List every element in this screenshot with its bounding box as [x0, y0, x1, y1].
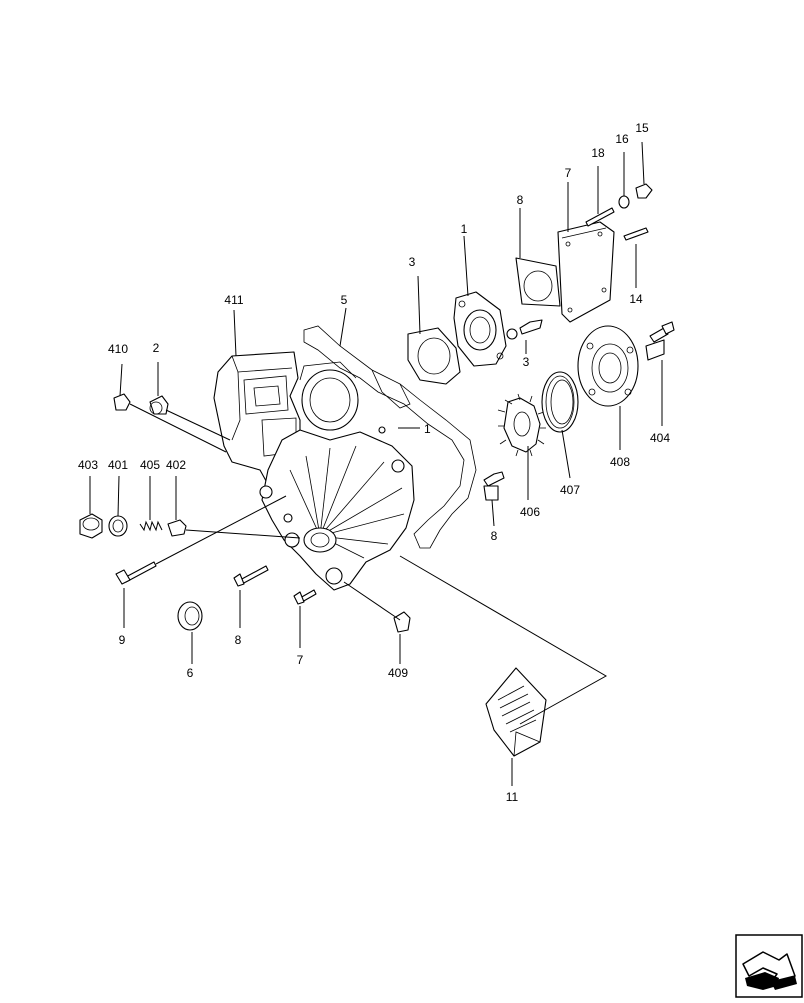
- callout-7b: 7: [297, 653, 304, 667]
- callout-1a: 1: [461, 222, 468, 236]
- callout-9: 9: [119, 633, 126, 647]
- callout-labels: 1 1 2 3 3 5 6 7 7 8 8 8 9 11 14 15 16 18…: [78, 121, 670, 804]
- cover-plate: [557, 221, 615, 323]
- callout-11: 11: [506, 790, 519, 804]
- callout-8a: 8: [517, 193, 524, 207]
- callout-15: 15: [635, 121, 649, 135]
- gasket-outline: [303, 325, 477, 549]
- callout-8b: 8: [491, 529, 498, 543]
- stud-14: [623, 227, 649, 241]
- bolt-404: [645, 321, 675, 361]
- bolt-3: [506, 319, 543, 340]
- callout-401: 401: [108, 458, 128, 472]
- bolt-8-right: [483, 471, 505, 501]
- decal-11: [485, 667, 547, 757]
- stud-18: [585, 207, 615, 227]
- callout-3a: 3: [409, 255, 416, 269]
- callout-406: 406: [520, 505, 540, 519]
- plunger-402: [167, 519, 187, 537]
- plug-409: [393, 611, 411, 633]
- callout-410: 410: [108, 342, 128, 356]
- callout-402: 402: [166, 458, 186, 472]
- ring-407: [541, 371, 579, 433]
- flange-408: [577, 325, 639, 407]
- callout-8c: 8: [235, 633, 242, 647]
- nut-15: [635, 183, 653, 199]
- bolt-8-left: [233, 565, 269, 587]
- next-page-arrow-icon[interactable]: [735, 934, 803, 998]
- washer-401: [108, 515, 128, 537]
- callout-5: 5: [341, 293, 348, 307]
- callout-404: 404: [650, 431, 670, 445]
- callout-6: 6: [187, 666, 194, 680]
- nut-16: [618, 195, 630, 209]
- plug-410: [113, 393, 131, 411]
- callout-2: 2: [153, 341, 160, 355]
- leader-lines: [89, 141, 663, 786]
- gasket-ring-3: [407, 327, 461, 385]
- callout-7a: 7: [565, 166, 572, 180]
- callout-3b: 3: [523, 355, 530, 369]
- bushing-2: [149, 395, 169, 415]
- callout-16: 16: [615, 132, 629, 146]
- spring-405: [139, 520, 163, 532]
- transmission-housing: [213, 351, 415, 591]
- bolt-7: [293, 589, 317, 605]
- callout-18: 18: [591, 146, 605, 160]
- gasket-square-8: [515, 257, 561, 307]
- oil-seal-6: [177, 601, 203, 631]
- cap-403: [79, 513, 103, 539]
- bearing-housing: [453, 291, 507, 367]
- callout-409: 409: [388, 666, 408, 680]
- callout-405: 405: [140, 458, 160, 472]
- callout-1b: 1: [424, 422, 431, 436]
- gear-406: [497, 393, 546, 457]
- callout-408: 408: [610, 455, 630, 469]
- callout-403: 403: [78, 458, 98, 472]
- callout-411: 411: [224, 293, 243, 307]
- bolt-9: [115, 561, 157, 585]
- callout-14: 14: [629, 292, 643, 306]
- callout-407: 407: [560, 483, 580, 497]
